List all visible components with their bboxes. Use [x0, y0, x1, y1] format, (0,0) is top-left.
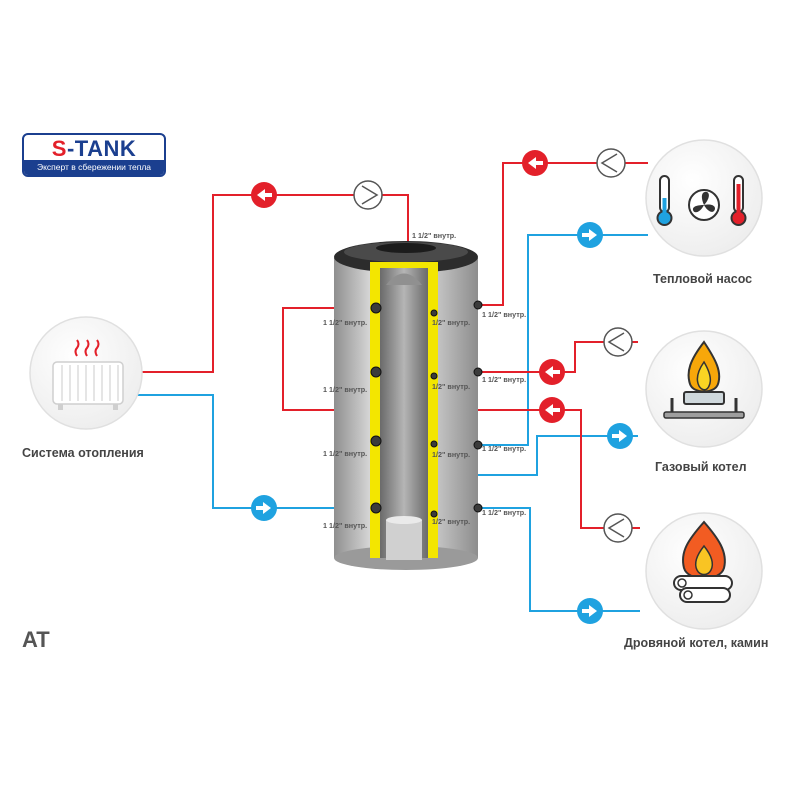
arrow-left-icon	[539, 359, 565, 385]
buffer-tank	[334, 241, 483, 570]
heat-pump-node	[645, 139, 763, 257]
fitting-labels: 1 1/2" внутр. 1 1/2" внутр. 1 1/2" внутр…	[323, 231, 526, 530]
arrow-right-icon	[251, 495, 277, 521]
label-heat-pump: Тепловой насос	[653, 272, 753, 286]
gas-boiler-node	[645, 330, 763, 448]
pump-icon	[353, 180, 383, 210]
pump-icon	[603, 513, 633, 543]
arrow-right-icon	[607, 423, 633, 449]
pump-icon	[603, 327, 633, 357]
arrow-right-icon	[577, 222, 603, 248]
logo-brand: S-TANK	[51, 136, 137, 161]
label-gas-boiler: Газовый котел	[655, 460, 747, 474]
logo-tagline: Эксперт в сбережении тепла	[24, 160, 164, 175]
pipe-heating-supply	[130, 194, 409, 373]
fitting-label-outer-2: 1 1/2" внутр.	[482, 375, 526, 384]
model-label: AT	[22, 627, 50, 652]
tank-fittings	[370, 300, 483, 518]
fan-icon	[688, 189, 720, 221]
fitting-label-right-2: 1/2" внутр.	[432, 382, 470, 391]
fitting-label-left-2: 1 1/2" внутр.	[323, 385, 367, 394]
fitting-label-left-1: 1 1/2" внутр.	[323, 318, 367, 327]
pump-icon	[596, 148, 626, 178]
thermometer-cold-icon	[656, 175, 673, 226]
fitting-label-outer-4: 1 1/2" внутр.	[482, 508, 526, 517]
arrow-left-icon	[522, 150, 548, 176]
fitting-label-right-3: 1/2" внутр.	[432, 450, 470, 459]
thermometer-hot-icon	[730, 175, 747, 226]
fitting-label-left-4: 1 1/2" внутр.	[323, 521, 367, 530]
pumps	[353, 148, 633, 543]
fitting-label-right-4: 1/2" внутр.	[432, 517, 470, 526]
radiator-icon	[52, 339, 124, 410]
fitting-label-right-1: 1/2" внутр.	[432, 318, 470, 327]
fitting-label-outer-1: 1 1/2" внутр.	[482, 310, 526, 319]
label-wood-boiler: Дровяной котел, камин	[624, 636, 769, 650]
fitting-label-left-3: 1 1/2" внутр.	[323, 449, 367, 458]
pipe-heating-return	[130, 394, 376, 509]
arrow-left-icon	[251, 182, 277, 208]
s-tank-logo: S-TANK Эксперт в сбережении тепла	[22, 133, 166, 177]
wood-fire-icon	[673, 520, 733, 603]
arrow-left-icon	[539, 397, 565, 423]
flow-arrows	[251, 150, 633, 624]
arrow-right-icon	[577, 598, 603, 624]
heating-system-node	[29, 316, 143, 430]
label-heating-system: Система отопления	[22, 446, 144, 460]
gas-flame-icon	[663, 340, 745, 419]
pipe-heatpump-supply	[478, 162, 648, 306]
wood-boiler-node	[645, 512, 763, 630]
fitting-label-outer-3: 1 1/2" внутр.	[482, 444, 526, 453]
fitting-label-top: 1 1/2" внутр.	[412, 231, 456, 240]
heat-pump-icon	[656, 175, 747, 226]
